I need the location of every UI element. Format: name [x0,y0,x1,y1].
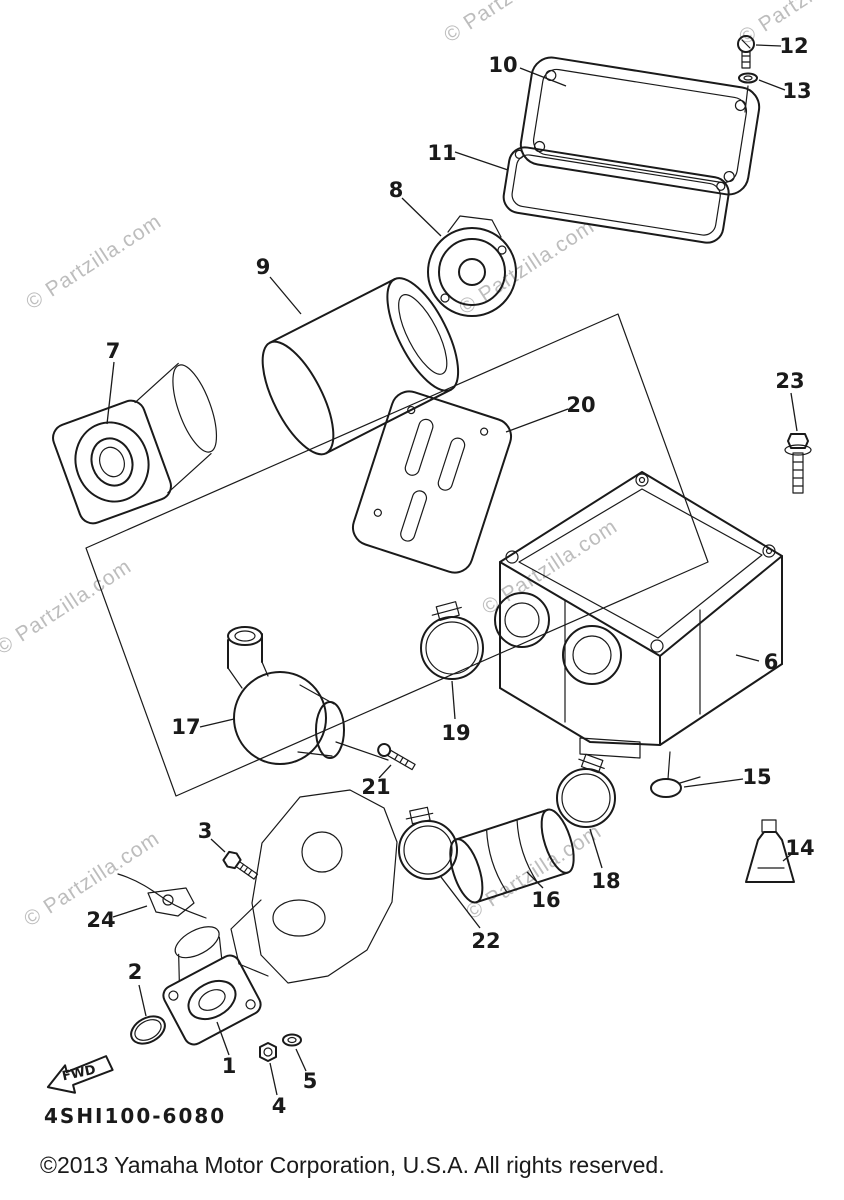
callout-4: 4 [271,1094,287,1118]
part-24-holder [117,873,207,919]
part-11-seal [502,146,730,244]
callout-18: 18 [591,869,621,893]
part-19-clamp [420,601,484,680]
part-2-gasket [130,1015,166,1045]
part-6-case [494,471,783,759]
engine-outline [230,789,398,984]
callout-17: 17 [171,715,201,739]
part-9-element [261,277,460,456]
part-10-cover [519,56,761,196]
callout-6: 6 [763,650,779,674]
callout-23: 23 [775,369,805,393]
callout-24: 24 [86,908,116,932]
diagram-code: 4SHI100-6080 [44,1104,227,1128]
callout-1: 1 [221,1054,237,1078]
callout-11: 11 [427,141,457,165]
panel-outline [85,313,709,797]
part-17-joint [227,626,345,765]
part-4-nut [259,1042,277,1062]
part-15-drain [650,751,701,798]
part-18-clamp [556,753,616,828]
callout-22: 22 [471,929,501,953]
part-16-joint [449,808,575,904]
part-21-screw [335,741,416,771]
part-12-screw [737,35,755,69]
part-5-washer [282,1033,302,1047]
part-8-cap [427,215,517,317]
part-22-clamp [398,806,458,880]
callout-9: 9 [255,255,271,279]
callout-2: 2 [127,960,143,984]
callout-3: 3 [197,819,213,843]
callout-10: 10 [488,53,518,77]
callout-16: 16 [531,888,561,912]
callout-7: 7 [105,339,121,363]
part-1-joint [162,926,262,1046]
callout-20: 20 [566,393,596,417]
part-13-washer [738,72,758,113]
callout-12: 12 [779,34,809,58]
callout-5: 5 [302,1069,318,1093]
copyright-text: ©2013 Yamaha Motor Corporation, U.S.A. A… [40,1152,665,1178]
callout-14: 14 [785,836,815,860]
leader-lines [106,44,798,1096]
callout-19: 19 [441,721,471,745]
fwd-arrow-icon [46,1055,114,1094]
callout-21: 21 [361,775,391,799]
callout-13: 13 [782,79,812,103]
part-7-element [52,362,218,525]
part-14-boot [745,819,795,883]
part-23-bolt [784,433,812,494]
callout-8: 8 [388,178,404,202]
callout-15: 15 [742,765,772,789]
part-3-bolt [222,850,259,880]
part-20-plate [351,390,513,574]
